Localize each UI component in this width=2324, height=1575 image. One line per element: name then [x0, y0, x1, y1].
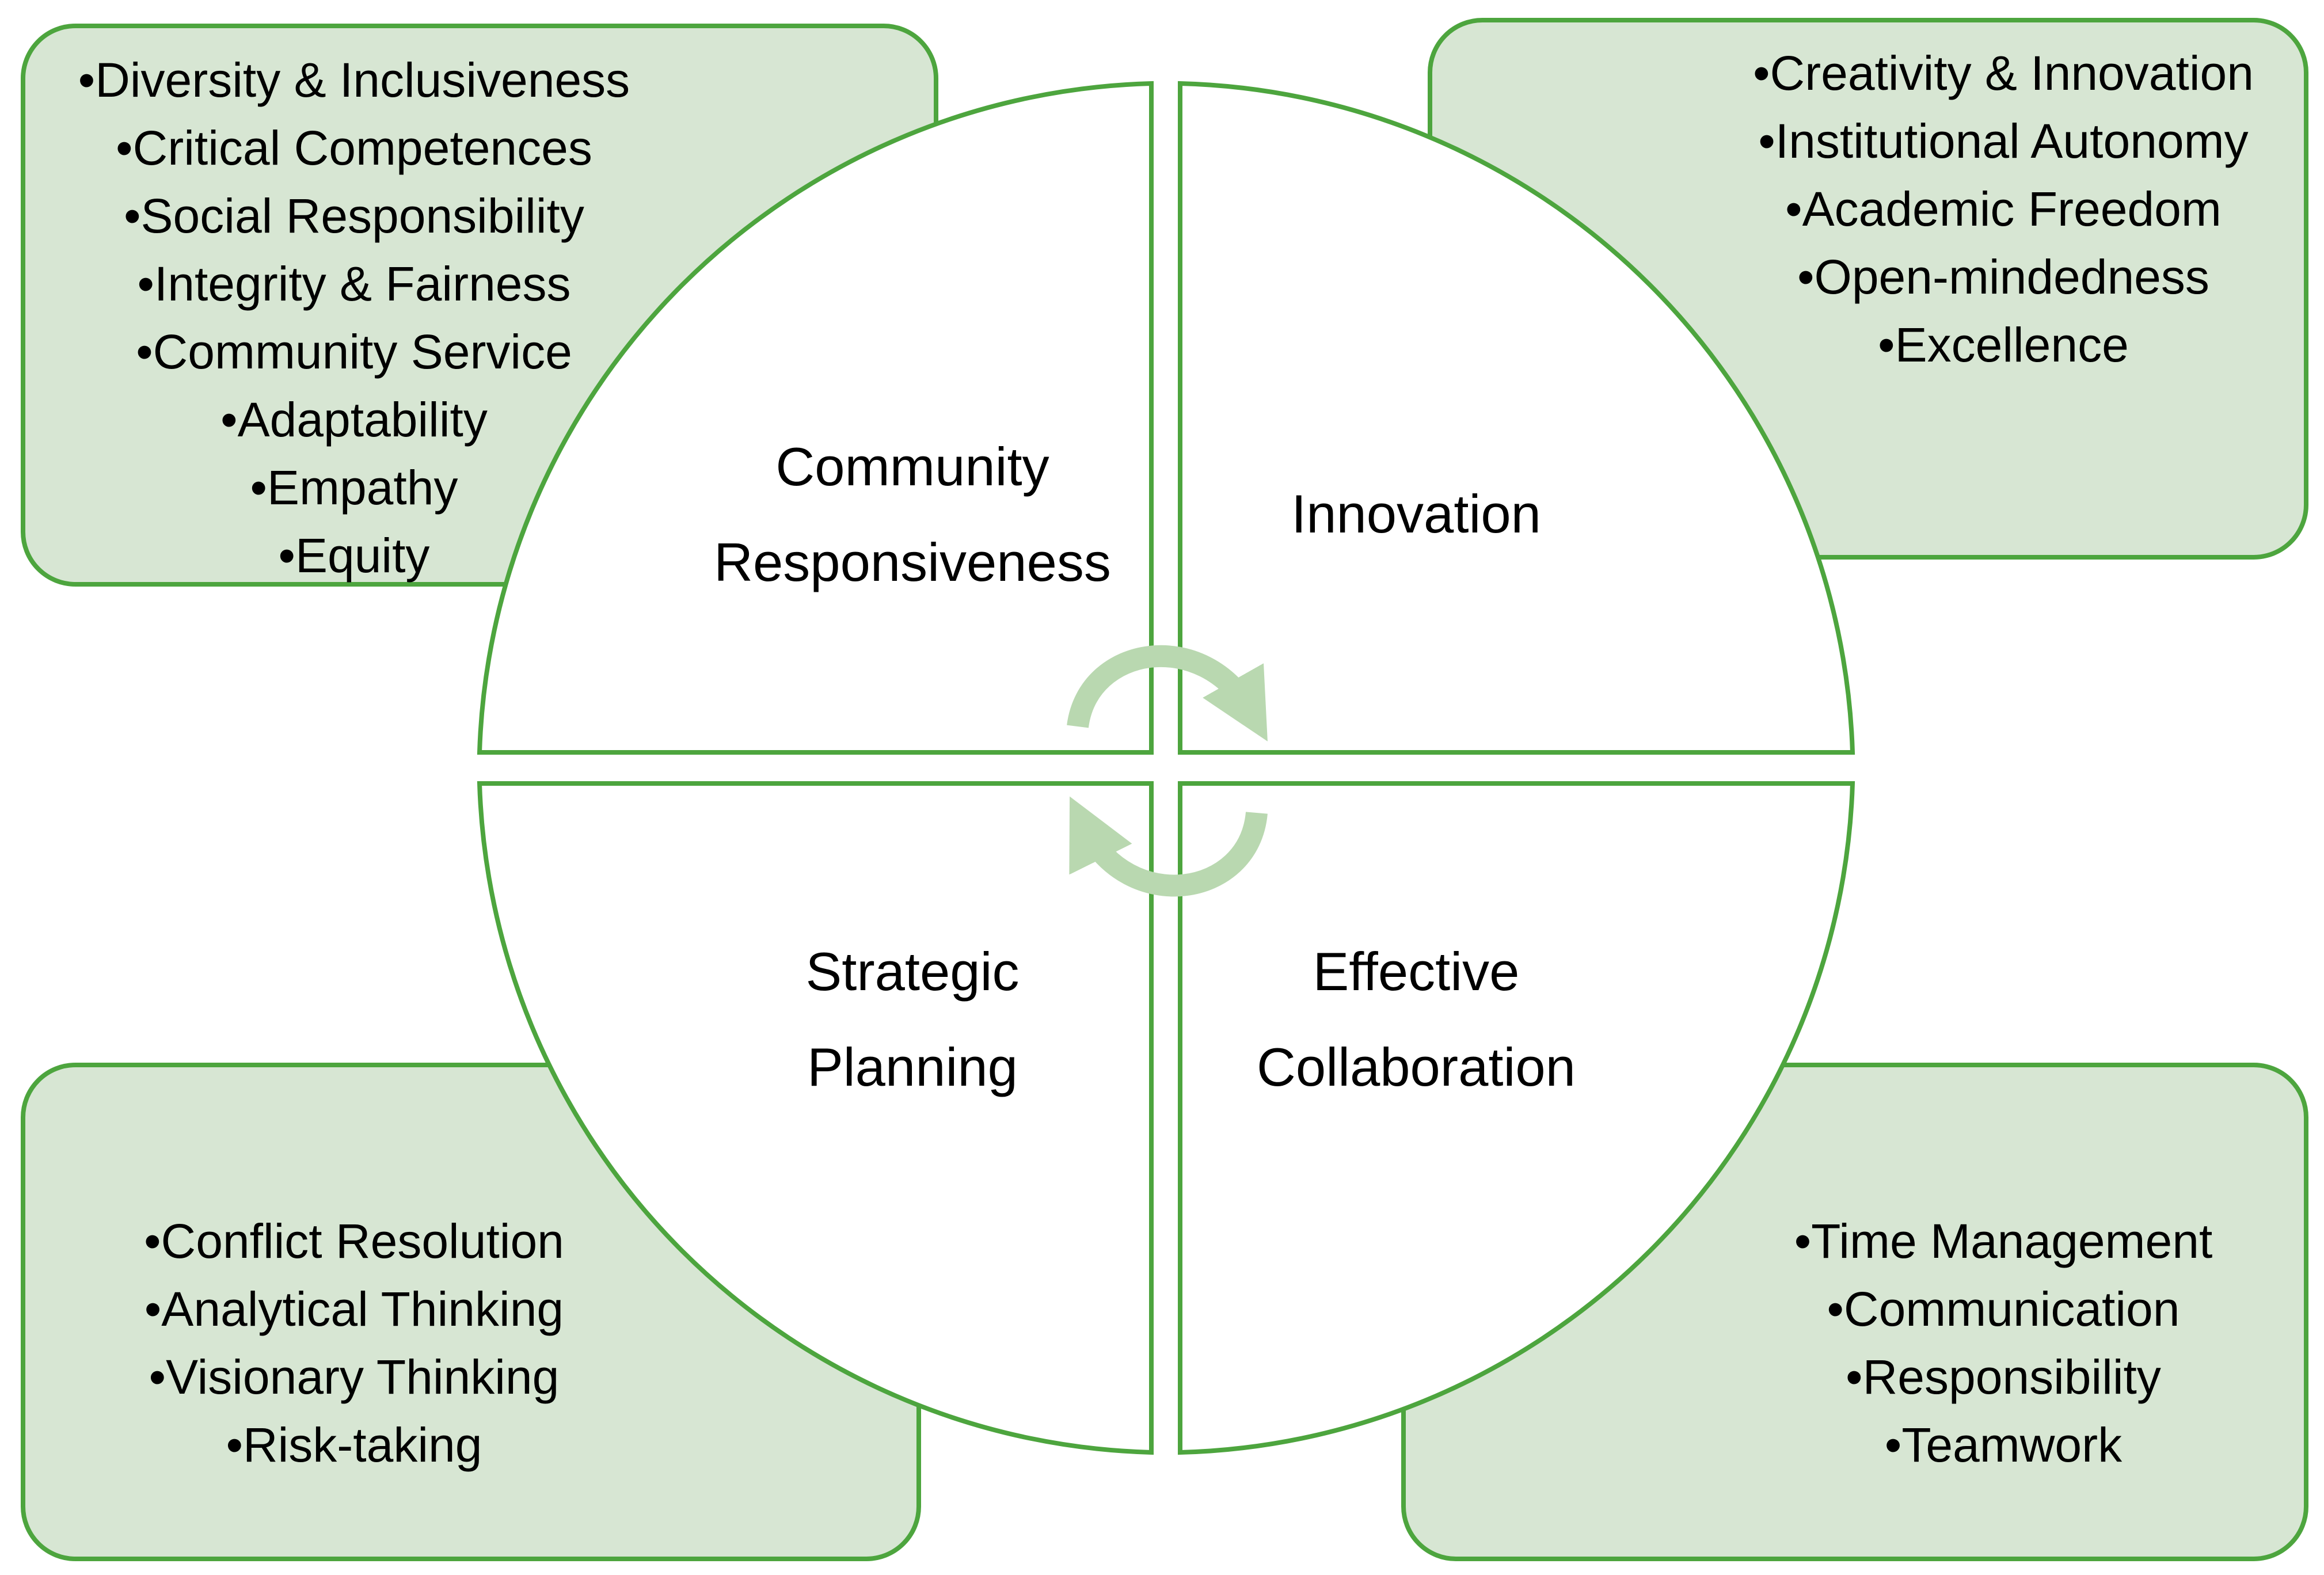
list-item: Community Service — [23, 318, 685, 386]
list-item: Excellence — [1669, 311, 2324, 379]
list-item: Communication — [1681, 1275, 2324, 1343]
list-item: Critical Competences — [23, 114, 685, 182]
quadrant-title-innovation: Innovation — [1186, 466, 1646, 562]
quadrant-title-line: Collaboration — [1257, 1037, 1576, 1097]
list-item: Empathy — [23, 454, 685, 522]
quadrant-title-strategic-planning: Strategic Planning — [682, 924, 1143, 1115]
list-item: Academic Freedom — [1669, 175, 2324, 243]
list-item: Conflict Resolution — [23, 1207, 685, 1275]
quadrant-title-line: Innovation — [1291, 484, 1541, 544]
quadrant-title-line: Responsiveness — [714, 532, 1111, 592]
list-item: Integrity & Fairness — [23, 250, 685, 318]
value-list-innovation: Creativity & Innovation Institutional Au… — [1669, 39, 2324, 379]
quadrant-title-line: Planning — [807, 1037, 1018, 1097]
list-item: Equity — [23, 522, 685, 589]
quadrant-title-community: Community Responsiveness — [682, 419, 1143, 610]
quadrant-title-line: Effective — [1313, 941, 1520, 1002]
list-item: Analytical Thinking — [23, 1275, 685, 1343]
cycle-arrow-bottom-icon — [1069, 796, 1268, 897]
quadrant-collaboration — [1178, 781, 1855, 1455]
quadrant-innovation — [1178, 81, 1855, 755]
list-item: Social Responsibility — [23, 182, 685, 250]
quadrant-community — [477, 81, 1154, 755]
value-list-collaboration: Time Management Communication Responsibi… — [1681, 1207, 2324, 1479]
list-item: Visionary Thinking — [23, 1343, 685, 1411]
list-item: Teamwork — [1681, 1411, 2324, 1479]
list-item: Open-mindedness — [1669, 243, 2324, 311]
list-item: Time Management — [1681, 1207, 2324, 1275]
list-item: Responsibility — [1681, 1343, 2324, 1411]
list-item: Institutional Autonomy — [1669, 107, 2324, 175]
list-item: Diversity & Inclusiveness — [23, 46, 685, 114]
quadrant-title-line: Community — [775, 436, 1049, 497]
cycle-arrow-top-icon — [1067, 645, 1268, 741]
value-list-community: Diversity & Inclusiveness Critical Compe… — [23, 46, 685, 589]
list-item: Creativity & Innovation — [1669, 39, 2324, 107]
quadrant-title-line: Strategic — [805, 941, 1020, 1002]
list-item: Risk-taking — [23, 1411, 685, 1479]
list-item: Adaptability — [23, 386, 685, 454]
value-list-strategic-planning: Conflict Resolution Analytical Thinking … — [23, 1207, 685, 1479]
quadrant-title-collaboration: Effective Collaboration — [1186, 924, 1646, 1115]
quadrant-strategic-planning — [477, 781, 1154, 1455]
